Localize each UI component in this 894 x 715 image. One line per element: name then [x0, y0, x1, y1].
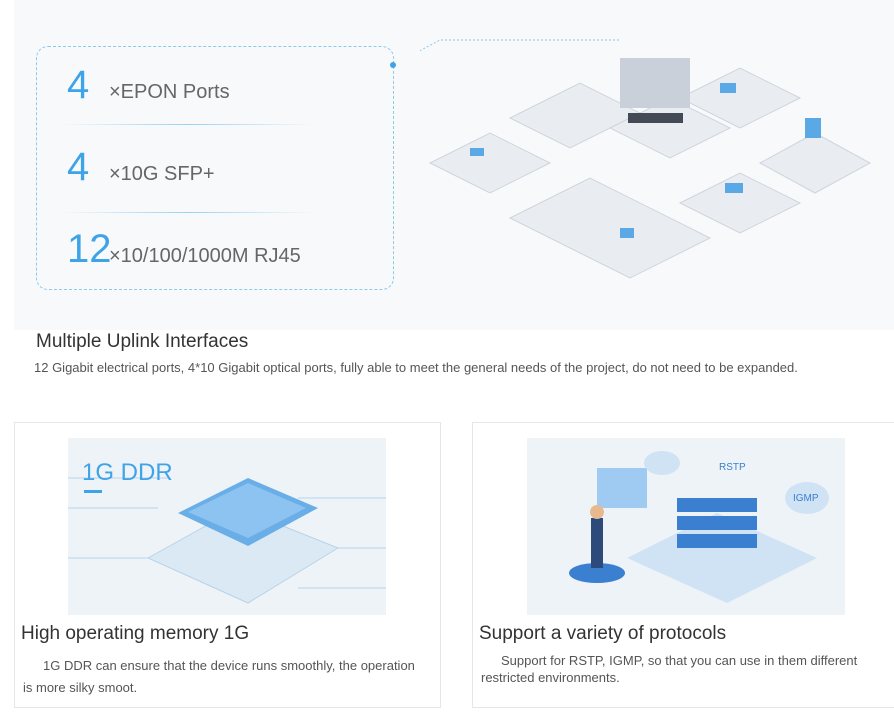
divider	[61, 124, 315, 125]
uplink-description: 12 Gigabit electrical ports, 4*10 Gigabi…	[34, 360, 798, 375]
protocols-title: Support a variety of protocols	[479, 623, 727, 644]
memory-card: 1G DDR High operating memory 1G 1G DDR c…	[14, 422, 441, 708]
ddr-label: 1G DDR	[82, 459, 173, 486]
rstp-label: RSTP	[719, 462, 746, 473]
connector-dot	[390, 62, 396, 68]
protocols-description: Support for RSTP, IGMP, so that you can …	[481, 653, 858, 685]
uplink-title: Multiple Uplink Interfaces	[36, 331, 249, 352]
spec-rj45: 12×10/100/1000M RJ45	[67, 227, 301, 272]
divider	[61, 212, 315, 213]
network-isometric-illustration	[420, 39, 872, 279]
igmp-label: IGMP	[793, 493, 819, 504]
ddr-chip-illustration: 1G DDR	[68, 438, 386, 615]
spec-count: 12	[67, 227, 112, 271]
spec-label: ×10/100/1000M RJ45	[109, 245, 301, 267]
protocols-card: RSTP IGMP Support a variety of protocols…	[472, 422, 894, 708]
memory-description: 1G DDR can ensure that the device runs s…	[23, 658, 415, 695]
port-spec-box: 4 ×EPON Ports 4 ×10G SFP+ 12×10/100/1000M …	[36, 46, 394, 290]
spec-label: ×10G SFP+	[109, 163, 215, 185]
protocols-illustration: RSTP IGMP	[527, 438, 845, 615]
spec-count: 4	[67, 145, 90, 189]
memory-title: High operating memory 1G	[21, 623, 250, 644]
spec-count: 4	[67, 63, 90, 107]
spec-epon: 4 ×EPON Ports	[67, 63, 230, 108]
spec-label: ×EPON Ports	[109, 81, 230, 103]
spec-sfp: 4 ×10G SFP+	[67, 145, 215, 190]
